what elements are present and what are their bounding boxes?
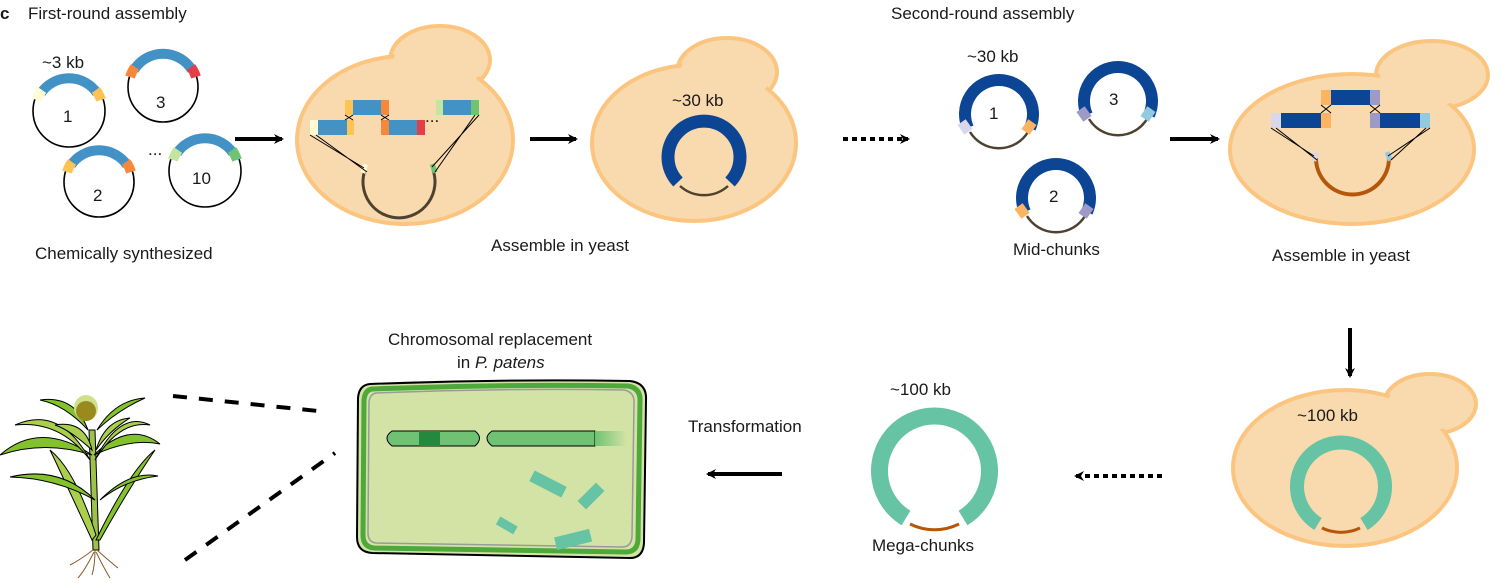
yeast-cell-first-assembly: ... (295, 24, 515, 226)
mid-chunks-caption: Mid-chunks (1013, 240, 1100, 259)
plasmid-label: 10 (192, 169, 211, 188)
dna-fragment (554, 528, 593, 551)
replacement-title-line2: in P. patens (457, 353, 545, 372)
midchunk-2: 2 (1014, 158, 1096, 234)
panel-label: c (0, 4, 9, 23)
plasmid-2: 2 (62, 145, 136, 218)
midchunk-size-label: ~30 kb (967, 47, 1019, 66)
midchunk-3: 3 (1076, 61, 1158, 137)
dna-fragment (529, 470, 567, 498)
first-round-title: First-round assembly (28, 4, 187, 23)
midchunk-label: 1 (989, 104, 998, 123)
ellipsis: ... (148, 140, 162, 159)
assemble-in-yeast-caption-2: Assemble in yeast (1272, 246, 1410, 265)
dna-fragment (495, 516, 518, 535)
product-size-label: ~100 kb (1297, 406, 1358, 425)
plasmid-1: 1 (32, 73, 106, 148)
chemically-synthesized-caption: Chemically synthesized (35, 244, 213, 263)
plasmid-3: 3 (125, 48, 201, 123)
plasmid-10: 10 (168, 133, 242, 208)
plasmid-label: 3 (156, 93, 165, 112)
yeast-cell-100kb: ~100 kb (1231, 372, 1478, 548)
fragment-size-label: ~3 kb (42, 53, 84, 72)
product-size-label: ~30 kb (672, 91, 724, 110)
midchunk-label: 2 (1049, 187, 1058, 206)
ellipsis: ... (425, 107, 439, 126)
plasmid-label: 2 (93, 186, 102, 205)
zoom-line (183, 451, 337, 562)
transformation-label: Transformation (688, 417, 802, 436)
dna-fragment (577, 482, 605, 510)
midchunk-1: 1 (957, 74, 1039, 150)
zoom-line (172, 394, 319, 413)
plasmid-label: 1 (63, 107, 72, 126)
chromosome (386, 430, 627, 447)
replacement-title-prefix: in (457, 353, 475, 372)
midchunk-label: 3 (1109, 90, 1118, 109)
plant-cell (355, 379, 648, 560)
species-name: P. patens (475, 353, 545, 372)
megachunk-size-label: ~100 kb (890, 380, 951, 399)
yeast-cell-second-assembly (1228, 39, 1490, 226)
moss-plant-icon (0, 395, 161, 579)
yeast-cell-30kb: ~30 kb (590, 36, 798, 223)
assemble-in-yeast-caption: Assemble in yeast (491, 236, 629, 255)
second-round-title: Second-round assembly (891, 4, 1075, 23)
replacement-title-line1: Chromosomal replacement (388, 330, 592, 349)
mega-chunks-caption: Mega-chunks (872, 536, 974, 555)
megachunk-plasmid (871, 407, 998, 532)
